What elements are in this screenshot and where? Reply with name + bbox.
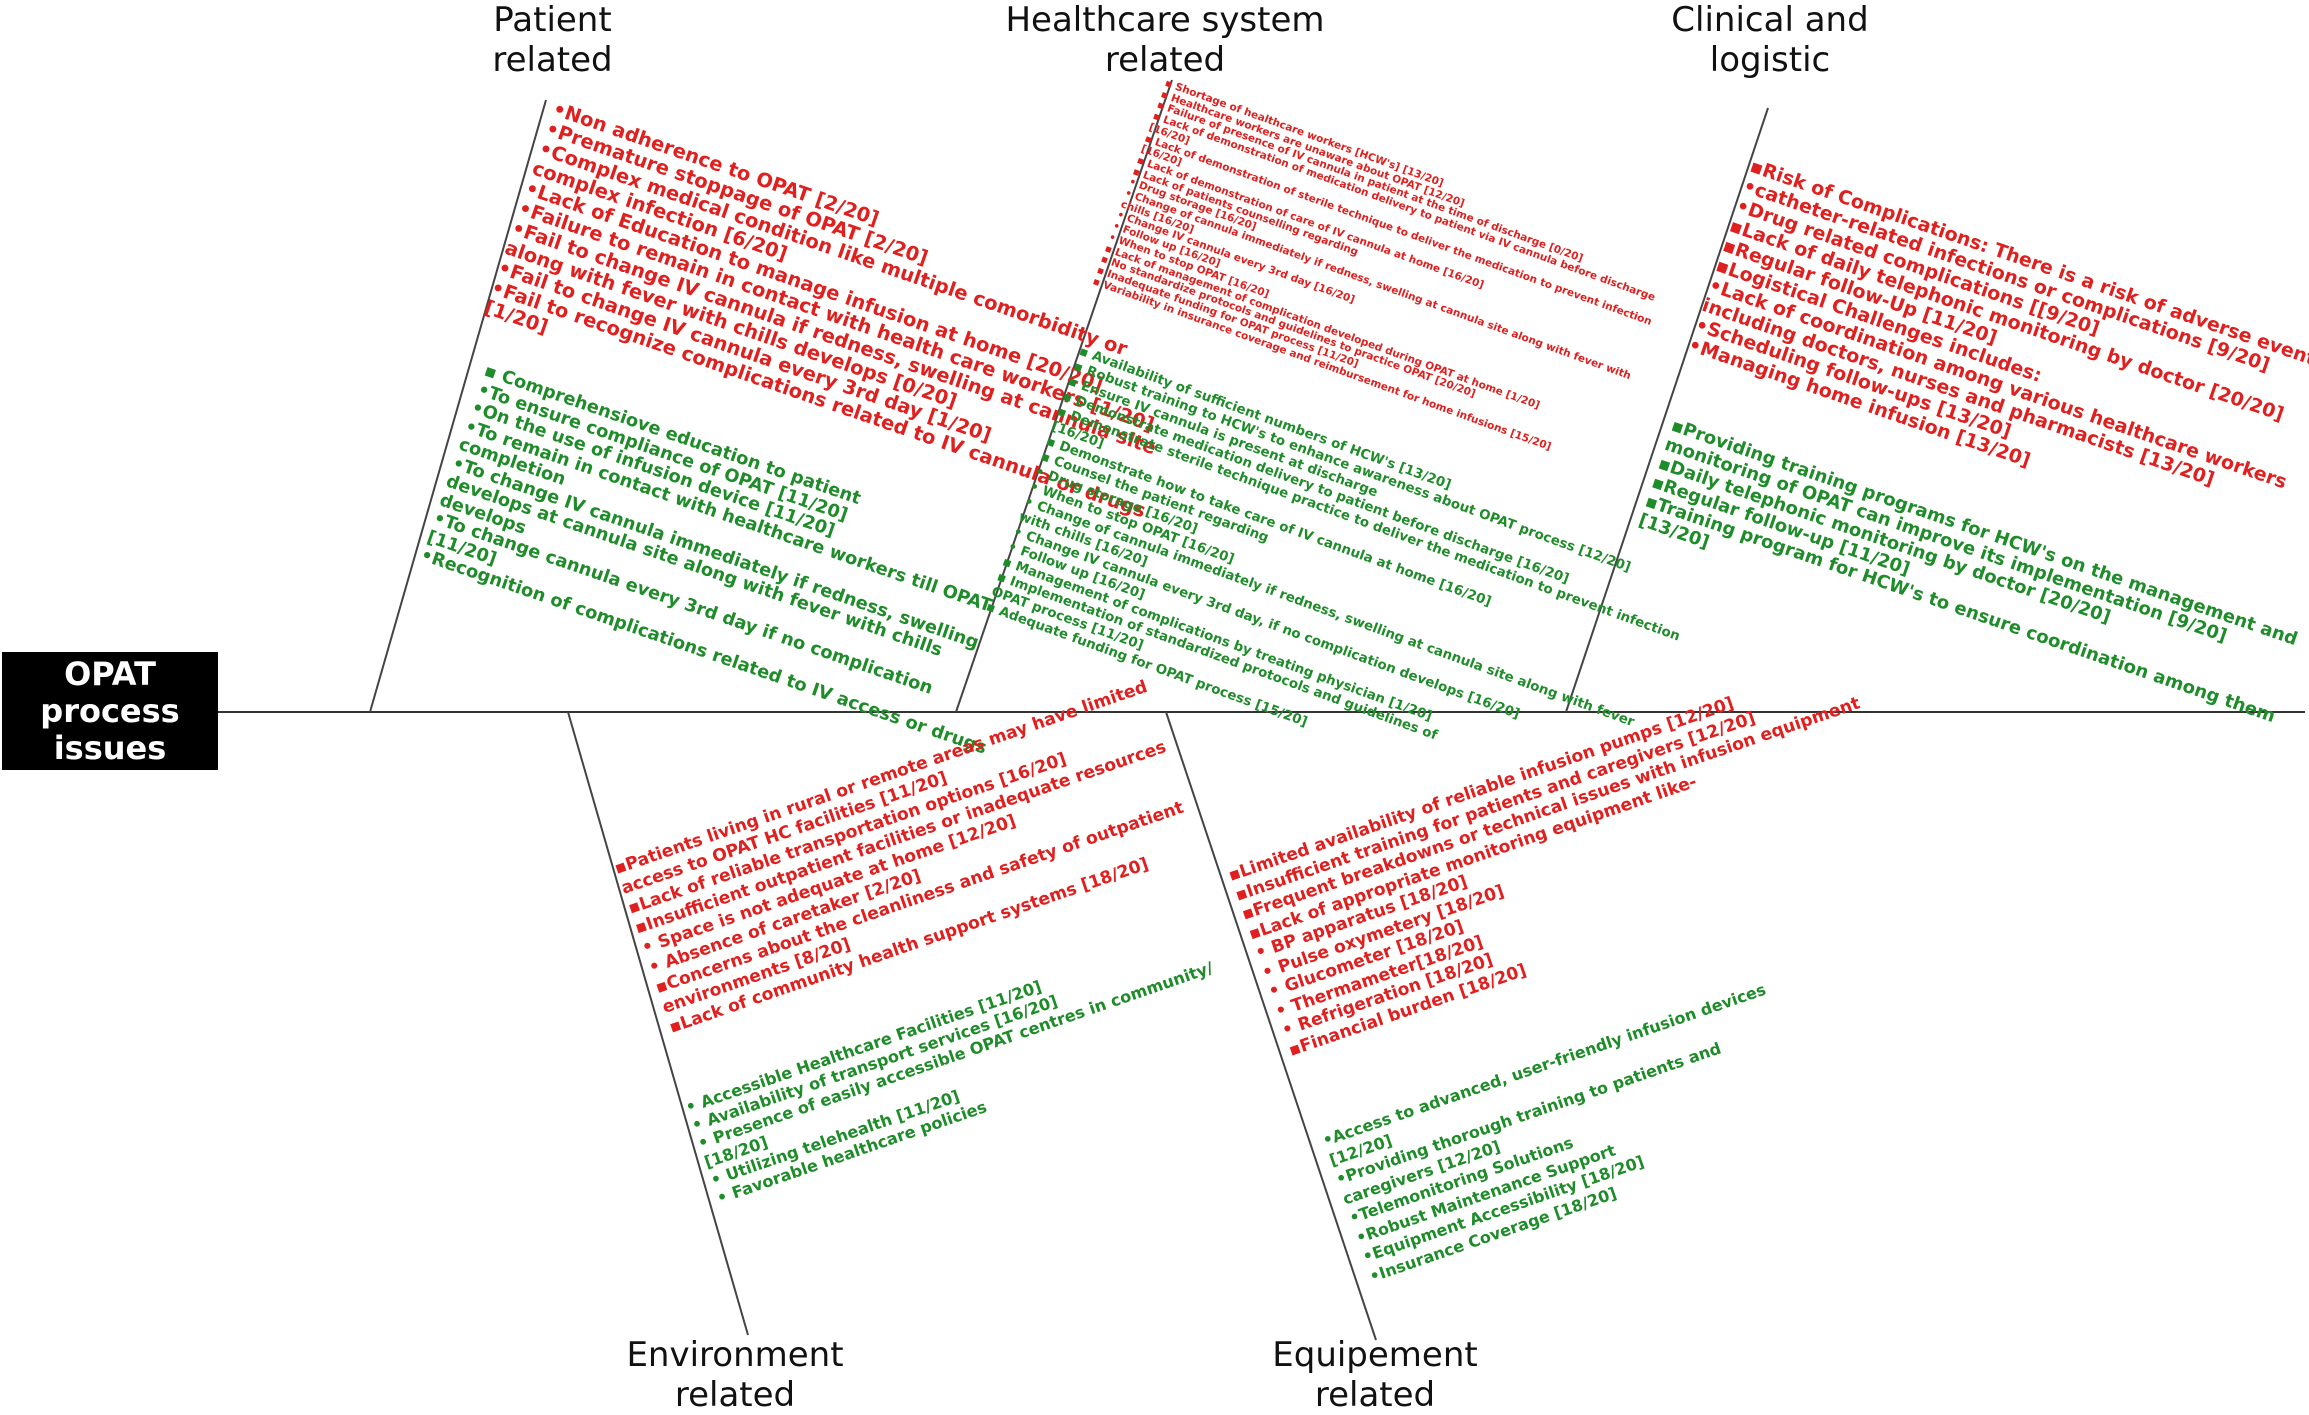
bone-environment: [567, 711, 749, 1336]
category-label-patient: Patient related: [492, 0, 613, 80]
bone-equipment: [1165, 711, 1377, 1341]
category-label-environment: Environment related: [626, 1335, 844, 1415]
bone-healthcare: [955, 79, 1173, 713]
category-label-healthcare: Healthcare system related: [1005, 0, 1325, 80]
category-label-equipment: Equipement related: [1272, 1335, 1478, 1415]
category-label-clinical: Clinical and logistic: [1671, 0, 1869, 80]
bone-patient: [369, 99, 547, 713]
bone-clinical: [1565, 107, 1769, 713]
head-box: OPAT process issues: [2, 652, 218, 770]
